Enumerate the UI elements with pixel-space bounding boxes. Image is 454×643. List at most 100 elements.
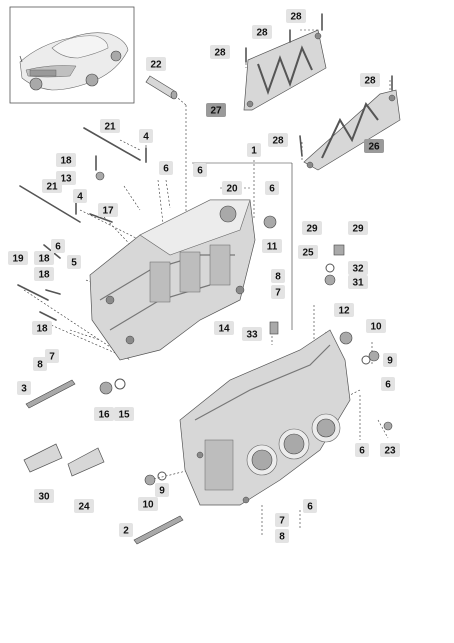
callout-number: 7 <box>275 288 281 299</box>
callout-box <box>286 9 306 23</box>
callout-number: 18 <box>38 270 50 281</box>
callout-box <box>242 327 262 341</box>
callout-15: 15 <box>114 407 134 421</box>
callout-box <box>34 267 54 281</box>
callout-number: 4 <box>77 192 83 203</box>
callout-28: 28 <box>210 45 230 59</box>
callout-number: 23 <box>384 446 396 457</box>
callout-18: 18 <box>32 321 52 335</box>
callout-3: 3 <box>17 381 31 395</box>
callout-number: 6 <box>359 446 365 457</box>
callout-box <box>247 143 261 157</box>
callout-box <box>214 321 234 335</box>
callout-box <box>206 103 226 117</box>
callout-5: 5 <box>67 255 81 269</box>
callout-6: 6 <box>193 163 207 177</box>
callout-number: 25 <box>302 248 314 259</box>
callout-box <box>17 381 31 395</box>
callout-box <box>271 285 285 299</box>
callout-24: 24 <box>74 499 94 513</box>
callout-7: 7 <box>45 349 59 363</box>
car-icon <box>19 32 129 91</box>
callout-17: 17 <box>98 203 118 217</box>
callout-box <box>265 181 279 195</box>
callout-number: 24 <box>78 502 90 513</box>
tube-part-22 <box>145 75 178 100</box>
callout-number: 32 <box>352 264 364 275</box>
callout-number: 20 <box>226 184 238 195</box>
callout-number: 22 <box>150 60 162 71</box>
callout-number: 6 <box>197 166 203 177</box>
crankcase-upper-half <box>89 199 256 361</box>
callout-number: 7 <box>49 352 55 363</box>
callout-9: 9 <box>155 483 169 497</box>
callout-4: 4 <box>139 129 153 143</box>
callout-8: 8 <box>275 529 289 543</box>
callout-10: 10 <box>138 497 158 511</box>
callout-box <box>355 443 369 457</box>
callout-box <box>51 239 65 253</box>
callout-29: 29 <box>302 221 322 235</box>
callout-box <box>271 269 285 283</box>
callout-25: 25 <box>298 245 318 259</box>
callout-32: 32 <box>348 261 368 275</box>
callout-box <box>262 239 282 253</box>
callout-box <box>366 319 386 333</box>
crankcase-lower-half <box>179 329 351 506</box>
callout-number: 12 <box>338 306 350 317</box>
callout-number: 10 <box>370 322 382 333</box>
callout-9: 9 <box>383 353 397 367</box>
callout-box <box>193 163 207 177</box>
callout-box <box>138 497 158 511</box>
callout-number: 5 <box>71 258 77 269</box>
callout-box <box>268 133 288 147</box>
small-parts <box>17 13 393 486</box>
gasket-strip-part-24 <box>67 447 105 477</box>
callout-number: 28 <box>272 136 284 147</box>
support-bracket-27 <box>243 29 327 111</box>
callout-29: 29 <box>348 221 368 235</box>
callout-number: 21 <box>104 122 116 133</box>
callout-box <box>74 499 94 513</box>
callout-12: 12 <box>334 303 354 317</box>
callout-11: 11 <box>262 239 282 253</box>
callout-28: 28 <box>252 25 272 39</box>
callout-6: 6 <box>355 443 369 457</box>
support-bracket-26 <box>303 89 401 171</box>
callout-number: 6 <box>385 380 391 391</box>
callout-16: 16 <box>94 407 114 421</box>
callout-box <box>383 353 397 367</box>
dowel-rod-part-2 <box>133 515 184 545</box>
callout-box <box>32 321 52 335</box>
callout-6: 6 <box>303 499 317 513</box>
callout-number: 18 <box>60 156 72 167</box>
callout-number: 8 <box>275 272 281 283</box>
callout-box <box>98 203 118 217</box>
callout-21: 21 <box>100 119 120 133</box>
callout-number: 7 <box>279 516 285 527</box>
callout-number: 6 <box>163 164 169 175</box>
callout-number: 28 <box>290 12 302 23</box>
callout-18: 18 <box>56 153 76 167</box>
callout-number: 8 <box>37 360 43 371</box>
callout-box <box>94 407 114 421</box>
callout-7: 7 <box>275 513 289 527</box>
callout-number: 15 <box>118 410 130 421</box>
callout-28: 28 <box>286 9 306 23</box>
callout-number: 26 <box>368 142 380 153</box>
callout-box <box>34 489 54 503</box>
callout-4: 4 <box>73 189 87 203</box>
callout-box <box>34 251 54 265</box>
callout-number: 8 <box>279 532 285 543</box>
callout-number: 16 <box>98 410 110 421</box>
callout-number: 28 <box>256 28 268 39</box>
callout-8: 8 <box>33 357 47 371</box>
callout-2: 2 <box>119 523 133 537</box>
callout-box <box>380 443 400 457</box>
callout-box <box>155 483 169 497</box>
callout-box <box>303 499 317 513</box>
callout-8: 8 <box>271 269 285 283</box>
gasket-strip-part-30 <box>23 443 63 473</box>
callout-box <box>33 357 47 371</box>
